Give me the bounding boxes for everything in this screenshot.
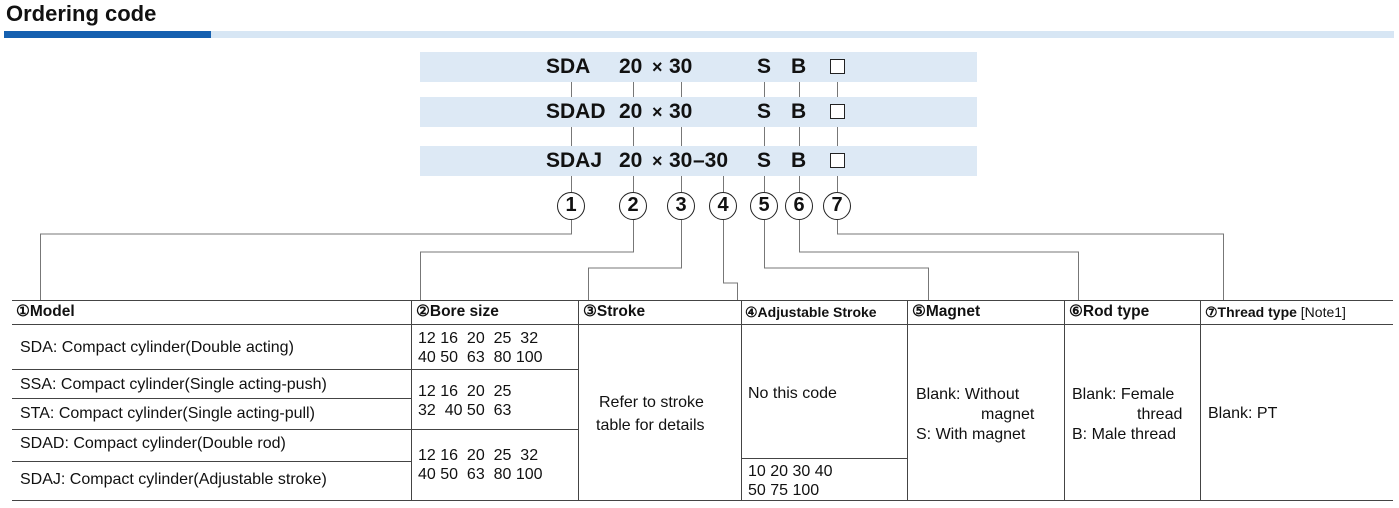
adjustable-none: No this code <box>748 385 837 402</box>
magnet-line-1: Blank: Without <box>916 386 1020 403</box>
stroke-text-line-2: table for details <box>596 417 705 434</box>
code-band-sda <box>420 52 977 82</box>
code-stroke: 30 <box>669 100 693 123</box>
code-bore: 20 <box>619 100 643 123</box>
header-stroke: ③Stroke <box>583 303 646 320</box>
code-stroke: 30 <box>669 149 693 172</box>
model-ssa: SSA: Compact cylinder(Single acting-push… <box>20 376 327 393</box>
callout-7: 7 <box>823 192 851 220</box>
magnet-line-2: magnet <box>981 406 1035 423</box>
header-magnet: ⑤Magnet <box>912 303 981 320</box>
magnet-line-3: S: With magnet <box>916 426 1026 443</box>
adjustable-values-line-2: 50 75 100 <box>748 482 820 499</box>
code-model: SDAD <box>546 100 606 123</box>
page-title: Ordering code <box>6 1 157 26</box>
thread-value: Blank: PT <box>1208 405 1278 422</box>
thread-placeholder-box <box>830 153 845 168</box>
code-band-sdad <box>420 97 977 127</box>
header-thread-note: [Note1] <box>1300 304 1346 320</box>
callout-1: 1 <box>557 192 585 220</box>
model-sta: STA: Compact cylinder(Single acting-pull… <box>20 405 315 422</box>
code-model: SDAJ <box>546 149 603 172</box>
callout-6: 6 <box>785 192 813 220</box>
code-bore: 20 <box>619 149 643 172</box>
callout-4: 4 <box>709 192 737 220</box>
rod-line-3: B: Male thread <box>1072 426 1177 443</box>
code-bore: 20 <box>619 55 643 78</box>
code-adjustable: –30 <box>693 149 729 172</box>
code-band-sdaj <box>420 146 977 176</box>
code-rod: B <box>791 55 807 78</box>
code-stroke: 30 <box>669 55 693 78</box>
title-underline-accent <box>4 31 211 38</box>
bore-group-1-line-1: 12 16 20 25 32 <box>418 330 539 347</box>
bore-group-1-line-2: 40 50 63 80 100 <box>418 349 543 366</box>
code-times: × <box>652 102 663 122</box>
bore-group-3-line-2: 40 50 63 80 100 <box>418 466 543 483</box>
header-adjustable: ④Adjustable Stroke <box>745 304 877 320</box>
callout-5: 5 <box>750 192 778 220</box>
code-rod: B <box>791 100 807 123</box>
code-times: × <box>652 57 663 77</box>
header-thread: ⑦Thread type [Note1] <box>1205 304 1346 320</box>
title-underline <box>211 31 1394 38</box>
code-magnet: S <box>757 55 772 78</box>
bore-group-2-line-1: 12 16 20 25 <box>418 383 512 400</box>
code-magnet: S <box>757 149 772 172</box>
header-bore: ②Bore size <box>416 303 499 320</box>
bore-group-3-line-1: 12 16 20 25 32 <box>418 447 539 464</box>
callout-3: 3 <box>667 192 695 220</box>
code-times: × <box>652 151 663 171</box>
model-sdad: SDAD: Compact cylinder(Double rod) <box>20 435 286 452</box>
code-model: SDA <box>546 55 591 78</box>
model-sda: SDA: Compact cylinder(Double acting) <box>20 339 294 356</box>
header-rod: ⑥Rod type <box>1069 303 1150 320</box>
code-rod: B <box>791 149 807 172</box>
code-magnet: S <box>757 100 772 123</box>
thread-placeholder-box <box>830 59 845 74</box>
adjustable-values-line-1: 10 20 30 40 <box>748 463 833 480</box>
stroke-text-line-1: Refer to stroke <box>599 394 704 411</box>
rod-line-1: Blank: Female <box>1072 386 1175 403</box>
model-sdaj: SDAJ: Compact cylinder(Adjustable stroke… <box>20 471 327 488</box>
callout-2: 2 <box>619 192 647 220</box>
rod-line-2: thread <box>1137 406 1183 423</box>
bore-group-2-line-2: 32 40 50 63 <box>418 402 512 419</box>
header-model: ①Model <box>16 303 75 320</box>
thread-placeholder-box <box>830 104 845 119</box>
